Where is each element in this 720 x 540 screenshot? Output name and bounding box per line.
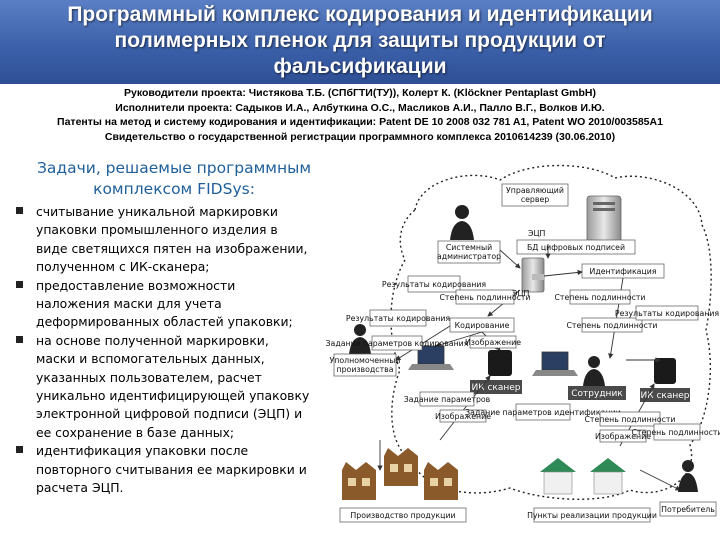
network-cloud-outline	[390, 164, 712, 500]
server-icon	[586, 195, 622, 245]
page-title: Программный комплекс кодирования и идент…	[20, 2, 700, 80]
producer-person-icon	[349, 324, 371, 354]
flow-label-box	[581, 317, 643, 333]
factory-icon	[424, 462, 458, 500]
project-executors: Исполнители проекта: Садыков И.А., Албут…	[115, 101, 605, 114]
tasks-heading: Задачи, решаемые программным комплексом …	[14, 158, 334, 200]
laptop-icon	[408, 345, 454, 370]
db-label-box	[516, 239, 636, 255]
flow-label: Изображение	[435, 412, 491, 421]
admin-person-icon	[450, 205, 474, 240]
workstation-server-icon	[521, 257, 545, 293]
identification-label: Идентификация	[589, 267, 656, 276]
flow-label: Результаты кодирования	[615, 309, 720, 318]
flow-label-box	[419, 391, 475, 407]
flow-label: Результаты кодирования	[346, 314, 451, 323]
ecp-label: ЭЦП	[528, 229, 545, 238]
ir-scanner2-label: ИК сканер	[640, 391, 689, 401]
factory-icon	[342, 462, 376, 500]
db-label: БД цифровых подписей	[527, 243, 625, 252]
coding-label: Кодирование	[455, 321, 510, 330]
points-label-box	[533, 507, 651, 523]
square-bullet-icon	[16, 446, 23, 454]
ir-scanner-label: ИК сканер	[471, 383, 520, 393]
flow-label-box	[515, 403, 571, 421]
title-line: полимерных пленок для защиты продукции о…	[114, 29, 606, 52]
shop-icon	[540, 458, 576, 495]
consumer-label-box	[659, 501, 717, 517]
employee-label-box	[568, 386, 626, 400]
flow-label-box	[653, 423, 701, 441]
registration-certificate: Свидетельство о государственной регистра…	[104, 130, 616, 143]
server-label: сервер	[521, 195, 549, 204]
title-line: Программный комплекс кодирования и идент…	[67, 3, 653, 26]
flow-label: Степень подлинности	[566, 321, 657, 330]
task-item: на основе полученной маркировки, маски и…	[14, 332, 330, 442]
flow-label: ЭЦП	[512, 289, 529, 298]
admin-label-box	[437, 240, 501, 264]
flow-label: Степень подлинности	[631, 428, 720, 437]
flow-label-box	[599, 411, 661, 427]
flow-label-box	[599, 429, 647, 443]
flow-label: Задание параметров идентификации	[465, 408, 621, 417]
task-item: считывание уникальной маркировки упаковк…	[14, 203, 330, 277]
title-line: фальсификации	[273, 55, 447, 78]
server-label-box	[501, 183, 569, 207]
square-bullet-icon	[16, 280, 23, 288]
flow-label: Изображение	[465, 338, 521, 347]
employee-label: Сотрудник	[571, 389, 623, 399]
producer-label-box	[333, 353, 397, 377]
flow-label-box	[371, 335, 423, 351]
admin-label: Системный	[446, 243, 492, 252]
flow-label: Задание параметров	[404, 395, 491, 404]
producer-label: производства	[337, 365, 394, 374]
flow-label-box	[439, 409, 487, 423]
task-item: предоставление возможности наложения мас…	[14, 277, 330, 332]
task-item: идентификация упаковки после повторного …	[14, 442, 330, 497]
project-info: Руководители проекта: Чистякова Т.Б. (СП…	[0, 86, 720, 144]
production-label: Производство продукции	[350, 511, 455, 520]
flow-label-box	[469, 335, 517, 349]
consumer-person-icon	[678, 460, 698, 492]
ir-scanner2-label-box	[640, 388, 690, 402]
flow-label: Степень подлинности	[439, 293, 530, 302]
consumer-label: Потребитель	[661, 505, 715, 514]
points-label: Пункты реализации продукции	[527, 511, 657, 520]
tasks-list: считывание уникальной маркировки упаковк…	[14, 203, 330, 498]
laptop-icon	[532, 351, 578, 376]
flow-label-box	[569, 289, 631, 305]
server-label: Управляющий	[506, 186, 564, 195]
tasks-heading-line: Задачи, решаемые программным	[36, 159, 312, 177]
ir-scanner-icon	[654, 358, 676, 384]
flow-label-box	[369, 309, 427, 327]
production-label-box	[339, 507, 467, 523]
flow-label: Степень подлинности	[554, 293, 645, 302]
shop-icon	[590, 458, 626, 495]
flow-label: Изображение	[595, 432, 651, 441]
flow-label-box	[455, 289, 515, 305]
factory-icon	[384, 448, 418, 486]
ir-scanner-label-box	[470, 380, 522, 394]
admin-label: администратор	[437, 252, 501, 261]
flow-label-box	[407, 275, 461, 293]
producer-label: Уполномоченный	[330, 356, 401, 365]
employee-person-icon	[583, 356, 605, 386]
title-banner: Программный комплекс кодирования и идент…	[0, 0, 720, 84]
flow-label: Результаты кодирования	[382, 280, 487, 289]
ir-scanner-icon	[488, 350, 512, 376]
tasks-heading-line: комплексом FIDSys:	[93, 180, 255, 198]
project-patents: Патенты на метод и систему кодирования и…	[57, 116, 663, 128]
flow-label: Задание параметров кодирования	[326, 339, 469, 348]
square-bullet-icon	[16, 207, 23, 214]
flow-label-box	[635, 305, 699, 321]
flow-label: Степень подлинности	[584, 415, 675, 424]
square-bullet-icon	[16, 335, 23, 343]
project-leaders: Руководители проекта: Чистякова Т.Б. (СП…	[123, 87, 596, 99]
